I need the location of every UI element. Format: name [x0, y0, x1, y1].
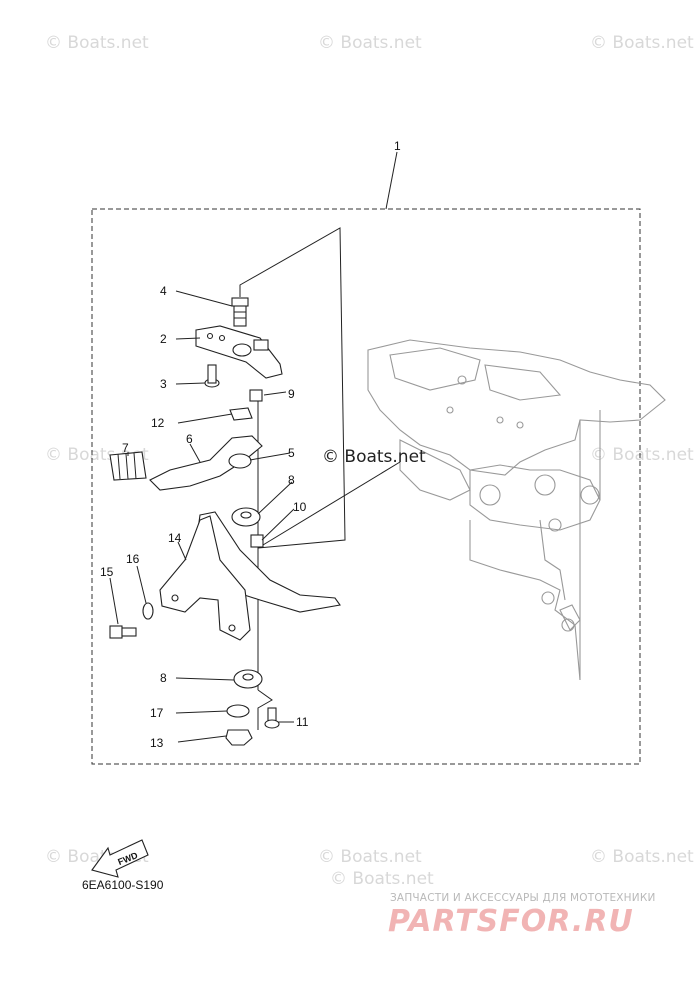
washer-part-16 — [142, 602, 154, 620]
lever-part-6 — [149, 435, 263, 491]
grip-part-7 — [109, 451, 147, 481]
washer-part-12 — [229, 407, 253, 421]
callout-8-lower[interactable]: 8 — [160, 671, 167, 685]
plate-part-2 — [195, 325, 283, 379]
bolt-part-4 — [231, 297, 249, 327]
diagram-code: 6EA6100-S190 — [82, 878, 164, 892]
watermark-center: © Boats.net — [322, 447, 426, 467]
bolt-part-3 — [204, 364, 220, 388]
collar-part-10 — [250, 534, 264, 548]
callout-9[interactable]: 9 — [288, 387, 295, 401]
callout-4[interactable]: 4 — [160, 284, 167, 298]
leader-lines — [109, 290, 295, 743]
bracket-part-14 — [159, 511, 341, 641]
callout-6[interactable]: 6 — [186, 432, 193, 446]
watermark: © Boats.net — [330, 869, 434, 889]
watermark: © Boats.net — [590, 847, 694, 867]
callout-8[interactable]: 8 — [288, 473, 295, 487]
callout-1[interactable]: 1 — [394, 139, 401, 153]
callout-2[interactable]: 2 — [160, 332, 167, 346]
shop-tagline: ЗАПЧАСТИ И АКСЕССУАРЫ ДЛЯ МОТОТЕХНИКИ — [390, 892, 656, 904]
collar-part-9 — [249, 389, 263, 402]
bushing-part-8-upper — [231, 507, 261, 527]
bolt-part-11 — [264, 707, 280, 729]
washer-part-17 — [226, 704, 250, 718]
callout-13[interactable]: 13 — [150, 736, 164, 750]
callout-14[interactable]: 14 — [168, 531, 182, 545]
callout-12[interactable]: 12 — [151, 416, 165, 430]
assembly-frame — [91, 208, 641, 765]
bushing-part-8-lower — [233, 669, 263, 689]
watermark: © Boats.net — [590, 33, 694, 53]
callout-11[interactable]: 11 — [296, 715, 309, 729]
watermark: © Boats.net — [45, 33, 149, 53]
callout-5[interactable]: 5 — [288, 446, 295, 460]
watermark: © Boats.net — [590, 445, 694, 465]
watermark: © Boats.net — [318, 33, 422, 53]
shop-logo: PARTSFOR.RU — [388, 904, 634, 939]
nut-part-13 — [225, 729, 253, 746]
washer-part-5 — [228, 453, 252, 469]
callout-16[interactable]: 16 — [126, 552, 140, 566]
callout-10[interactable]: 10 — [293, 500, 307, 514]
callout-7[interactable]: 7 — [122, 441, 129, 455]
engine-bracket-ghost — [367, 339, 666, 681]
callout-3[interactable]: 3 — [160, 377, 167, 391]
leader-line — [385, 151, 398, 210]
axis-lines — [239, 227, 401, 730]
fwd-arrow-icon: FWD — [91, 839, 149, 878]
callout-15[interactable]: 15 — [100, 565, 114, 579]
watermark: © Boats.net — [318, 847, 422, 867]
callout-17[interactable]: 17 — [150, 706, 164, 720]
bolt-part-15 — [109, 625, 137, 639]
